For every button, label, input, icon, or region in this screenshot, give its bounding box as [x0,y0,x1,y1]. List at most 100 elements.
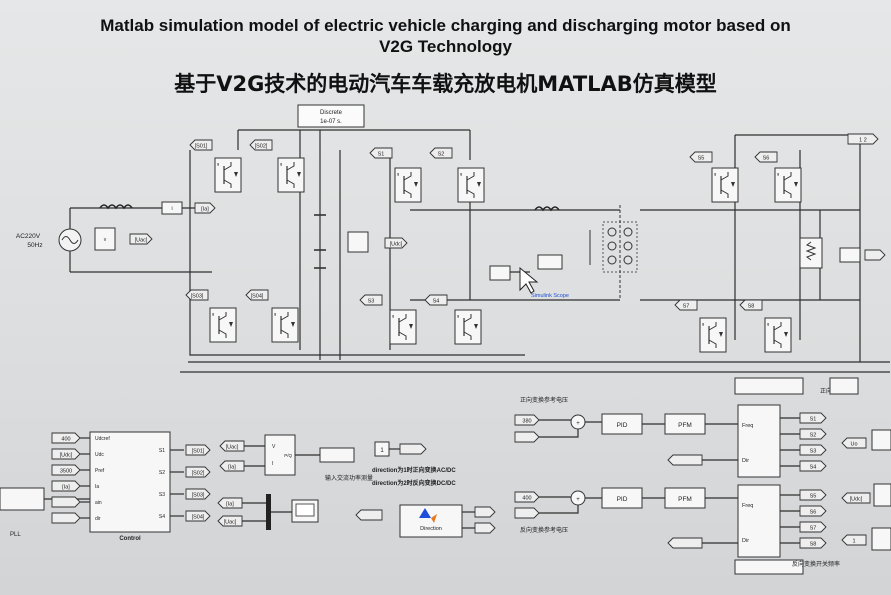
direction-out-tag-2[interactable] [474,522,496,534]
tag-s3-bridge[interactable] [359,294,383,306]
reverse-out-tag-2[interactable] [799,521,827,533]
control-input-3[interactable] [51,480,81,492]
forward-pfm-block[interactable] [664,413,706,435]
direction-from[interactable] [355,509,383,521]
igbt-s3-diode-icon [409,324,413,329]
forward-out-tag-2[interactable] [799,444,827,456]
tag-udc[interactable] [384,237,408,249]
ac-source-freq: 50Hz [27,242,42,249]
diode-meas[interactable] [537,254,563,270]
igbt-s6-collector [783,172,792,181]
control-output-3[interactable] [185,510,211,522]
right-scope-3[interactable] [871,527,891,551]
pll-label: PLL [10,532,21,538]
forward-ref[interactable] [514,414,540,426]
control-output-2[interactable] [185,488,211,500]
control-input-0[interactable] [51,432,81,444]
control-input-1[interactable] [51,448,81,460]
direction-out-tag-1[interactable] [474,506,496,518]
tag-s02-bridge[interactable] [249,139,273,151]
tag-s2-bridge[interactable] [429,147,453,159]
voltage-meas-out[interactable] [839,247,861,263]
control-input-2[interactable] [51,464,81,476]
reverse-out-tag-1[interactable] [799,505,827,517]
tag-s03-bridge[interactable] [185,289,209,301]
power-calc-block[interactable] [264,434,296,476]
tag-s5-bridge[interactable] [689,151,713,163]
forward-meas-wire [539,429,579,438]
forward-out-tag-0[interactable] [799,412,827,424]
tag-uac[interactable] [129,233,153,245]
right-tag-one[interactable] [841,534,867,546]
forward-out-tag-3[interactable] [799,460,827,472]
reverse-out-tag-0[interactable] [799,489,827,501]
control-input-5[interactable] [51,512,81,524]
reverse-dir-from[interactable] [667,537,703,549]
dc-meas-2[interactable] [489,265,511,281]
igbt-s1-emitter [403,189,412,198]
pll-block[interactable] [0,487,45,511]
right-tag-uo-text: Uo [850,442,857,448]
control-output-1-text: [S02] [192,471,205,477]
reverse-pfm-block[interactable] [664,487,706,509]
ui-input-uac[interactable] [217,515,243,527]
forward-pid-block[interactable] [601,413,643,435]
tag-s6-bridge[interactable] [754,151,778,163]
reverse-ref[interactable] [514,491,540,503]
igbt-s4-emitter [463,331,472,340]
control-input-3-text: [Ia] [62,485,70,491]
tag-s6-bridge-text: S6 [763,156,770,162]
voltage-meas-block[interactable] [94,227,116,251]
reverse-pid-block[interactable] [601,487,643,509]
positive-label: 正向 [820,387,832,395]
reverse-meas[interactable] [514,507,540,519]
reverse-switch-block[interactable] [737,484,781,558]
top-right-scope[interactable] [829,377,859,395]
reverse-out-tag-3[interactable] [799,537,827,549]
forward-out-tag-2-text: S3 [810,449,817,455]
right-tag-udc[interactable] [841,492,871,504]
forward-switch-block[interactable] [737,404,781,478]
tag-s04-bridge[interactable] [245,289,269,301]
control-output-1[interactable] [185,466,211,478]
control-subsystem[interactable] [89,431,171,533]
current-meas-block[interactable] [161,201,183,215]
igbt-s03-diode-icon [229,322,233,327]
forward-out-tag-1[interactable] [799,428,827,440]
tag-s4-bridge[interactable] [424,294,448,306]
forward-dir-from[interactable] [667,454,703,466]
right-scope-2[interactable] [873,483,891,507]
igbt-s3-collector [398,314,407,323]
control-output-2-text: [S03] [192,493,205,499]
direction-const[interactable] [374,441,390,457]
igbt-s4-collector [463,314,472,323]
pc-input-uac[interactable] [219,440,245,452]
tag-s1-bridge[interactable] [369,147,393,159]
direction-block[interactable] [399,504,463,538]
tag-right-top[interactable] [847,133,879,145]
forward-display[interactable] [734,377,804,395]
right-tag-uo[interactable] [841,437,867,449]
tag-s3-bridge-text: S3 [368,299,375,305]
control-input-4[interactable] [51,496,81,508]
tag-out-meas[interactable] [864,249,886,261]
dc-voltage-meas[interactable] [347,231,369,253]
pc-display[interactable] [319,447,355,463]
reverse-ref-text: 400 [522,496,531,502]
powergui-block[interactable] [297,104,365,128]
tag-s2-bridge-text: S2 [438,152,445,158]
tag-s01-bridge[interactable] [189,139,213,151]
tag-s01-bridge-text: [S01] [195,144,208,150]
ui-input-ia[interactable] [217,497,243,509]
igbt-s5-pin: g [714,171,716,176]
direction-goto[interactable] [399,443,427,455]
tag-s8-bridge[interactable] [739,299,763,311]
tag-ia[interactable] [194,202,216,214]
forward-meas[interactable] [514,431,540,443]
reverse-display[interactable] [734,559,804,575]
tag-s7-bridge[interactable] [674,299,698,311]
pc-input-ia[interactable] [219,460,245,472]
right-scope-1[interactable] [871,429,891,451]
control-output-0[interactable] [185,444,211,456]
powergui-line1: Discrete [320,110,343,116]
